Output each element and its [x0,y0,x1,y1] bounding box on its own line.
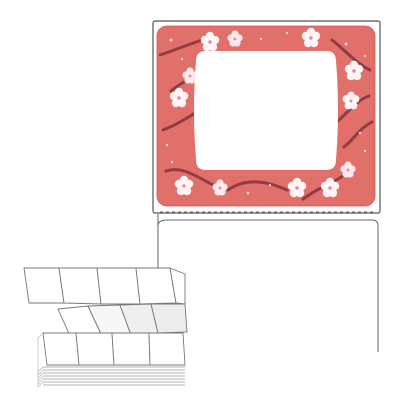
stack-top-sheet-2 [58,267,102,305]
stack-top-sheet-1 [23,267,65,304]
stack-bottom-sheet-2 [75,332,115,366]
backing-strip [157,214,379,352]
blank-label-window [194,51,338,170]
stack-top-sheet-4 [135,267,177,305]
stack-bottom-sheet-1 [42,332,80,366]
label-sheet [152,20,381,352]
stack-layers [43,366,185,386]
blossom-pattern [158,27,374,201]
petal-dots [165,31,367,195]
blossom-group [169,27,364,198]
fanfold-stack [23,267,188,388]
stack-side-layers [37,332,44,388]
stack-bottom-sheet-3 [111,332,151,366]
stack-top-sheet-3 [96,267,141,305]
stack-bottom-sheet-4 [148,332,186,366]
stack-ribbon-side [150,303,188,334]
